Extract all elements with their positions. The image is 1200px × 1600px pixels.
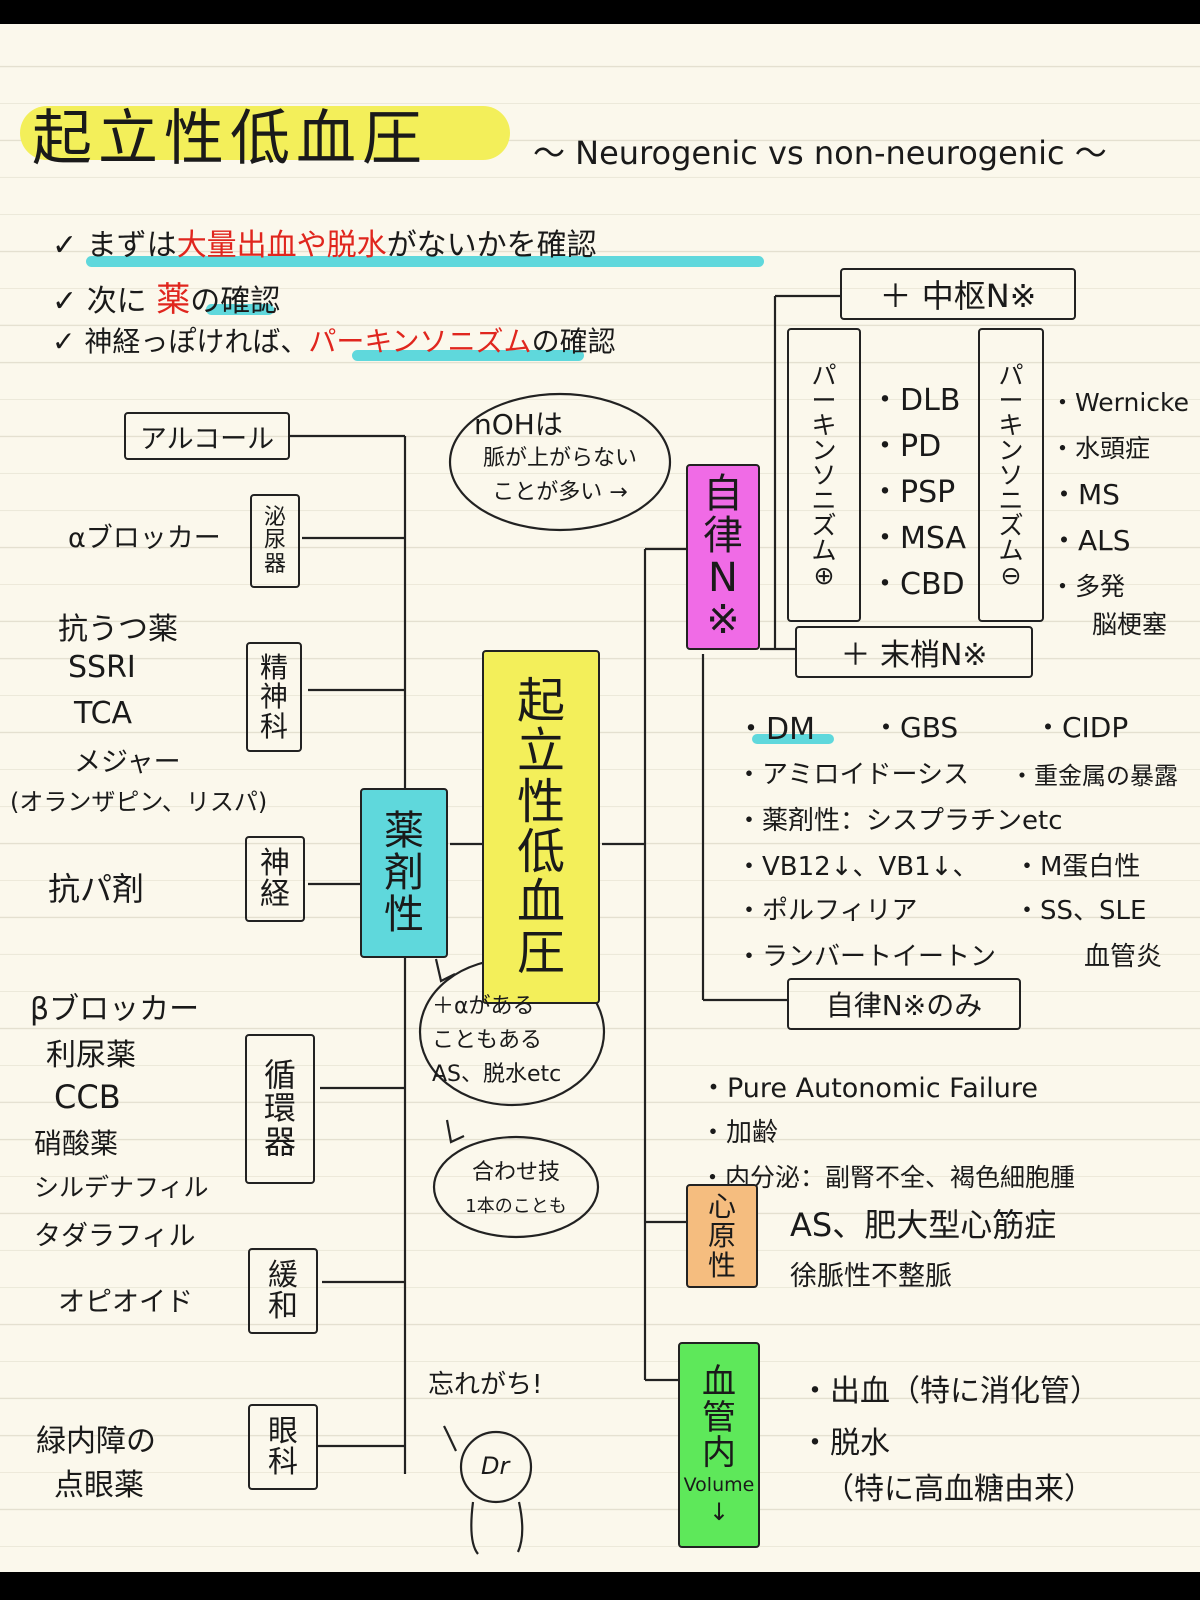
drug-item: βブロッカー (30, 992, 200, 1027)
peripheral-item: ・SS、SLE (1014, 896, 1147, 926)
category-urology: 泌尿器 (250, 494, 300, 588)
check1-underline (86, 256, 764, 267)
volume-item: （特に高血糖由来） (824, 1472, 1094, 1507)
page-title: 起立性低血圧 (32, 104, 428, 174)
parkinsonism-negative-list: ・Wernicke ・水頭症 ・MS ・ALS ・多発 脳梗塞 (1050, 388, 1189, 639)
peripheral-box: ＋ 末梢N※ (795, 626, 1033, 678)
combo-bubble-text: 合わせ技 1本のことも (465, 1160, 567, 1217)
category-psychiatry: 精神科 (246, 642, 302, 752)
peripheral-item: ・ランバートイートン (736, 942, 997, 972)
drug-item: オピオイド (58, 1287, 193, 1318)
page-subtitle: ～ Neurogenic vs non-neurogenic ～ (533, 134, 1107, 172)
drug-item: タダラフィル (34, 1221, 196, 1252)
check3-underline (352, 350, 584, 361)
category-palliative: 緩和 (248, 1248, 318, 1334)
drug-item: 緑内障の (36, 1424, 156, 1459)
central-box: ＋ 中枢N※ (840, 268, 1076, 320)
peripheral-item: ・CIDP (1034, 711, 1129, 744)
checklist-item: ✓ 神経っぽければ、パーキンソニズムの確認 (52, 325, 616, 358)
check-icon: ✓ (52, 228, 78, 263)
drug-item: 利尿薬 (46, 1038, 136, 1073)
forget-note: 忘れがち! (428, 1370, 543, 1400)
parkinsonism-positive-box: パーキンソニズム⊕ (787, 328, 861, 622)
noh-bubble-text: nOHは 脈が上がらない ことが多い → (474, 408, 637, 505)
peripheral-item: ・VB12↓、VB1↓、 (736, 852, 979, 882)
volume-item: ・出血（特に消化管） (800, 1374, 1100, 1409)
cardiac-item: AS、肥大型心筋症 (790, 1206, 1057, 1244)
drug-item: 硝酸薬 (34, 1127, 119, 1160)
drug-item: メジャー (74, 747, 181, 778)
title-highlight (20, 106, 510, 160)
category-cardiology: 循環器 (245, 1034, 315, 1184)
drug-item: αブロッカー (68, 523, 221, 554)
drug-item: 抗パ剤 (48, 870, 145, 908)
doctor-doodle (443, 1425, 533, 1555)
peripheral-item: ・GBS (872, 711, 959, 744)
doctor-label: Dr (481, 1452, 510, 1480)
checklist-item: ✓ まずは大量出血や脱水がないかを確認 (52, 228, 597, 263)
checklist-item: ✓ 次に 薬の確認 (52, 280, 281, 320)
category-neurology: 神経 (245, 836, 305, 922)
peripheral-item: ・ポルフィリア (736, 896, 918, 926)
cardiac-item: 徐脈性不整脈 (790, 1261, 952, 1292)
parkinsonism-positive-list: ・DLB ・PD ・PSP ・MSA ・CBD (870, 383, 967, 602)
check-icon: ✓ (52, 325, 76, 358)
drug-item: 抗うつ薬 (58, 612, 178, 647)
autonomic-only-box: 自律N※のみ (787, 978, 1021, 1030)
peripheral-item: ・M蛋白性 (1014, 852, 1141, 882)
autonomic-only-item: ・加齢 (700, 1118, 779, 1148)
parkinsonism-negative-box: パーキンソニズム⊖ (978, 328, 1044, 622)
peripheral-item: 血管炎 (1084, 942, 1163, 972)
check-icon: ✓ (52, 284, 78, 319)
peripheral-item: ・DM (736, 712, 815, 747)
peripheral-item: ・アミロイドーシス (736, 760, 969, 790)
cardiac-box: 心原性 (686, 1184, 758, 1288)
dm-underline (752, 734, 834, 744)
drug-item: シルデナフィル (34, 1173, 209, 1202)
drug-item: 点眼薬 (54, 1468, 144, 1503)
drug-item: CCB (54, 1078, 121, 1116)
autonomic-only-item: ・Pure Autonomic Failure (700, 1073, 1039, 1104)
autonomic-only-item: ・内分泌：副腎不全、褐色細胞腫 (700, 1163, 1076, 1192)
alcohol-box: アルコール (124, 412, 290, 460)
drug-item: (オランザピン、リスパ) (10, 788, 268, 816)
connector-lines (290, 294, 840, 1555)
drug-item: SSRI (68, 650, 136, 685)
note-page: 起立性低血圧 ～ Neurogenic vs non-neurogenic ～ … (0, 24, 1200, 1572)
peripheral-item: ・薬剤性：シスプラチンetc (736, 806, 1063, 836)
drug-item: TCA (74, 696, 133, 731)
drug-induced-box: 薬剤性 (360, 788, 448, 958)
volume-item: ・脱水 (800, 1426, 890, 1461)
center-box: 起立性低血圧 (482, 650, 600, 1004)
alpha-bubble-text: ＋αがある こともある AS、脱水etc (432, 994, 562, 1087)
check2-underline (206, 304, 274, 315)
peripheral-item: ・重金属の暴露 (1010, 762, 1178, 790)
category-ophthalmology: 眼科 (248, 1404, 318, 1490)
